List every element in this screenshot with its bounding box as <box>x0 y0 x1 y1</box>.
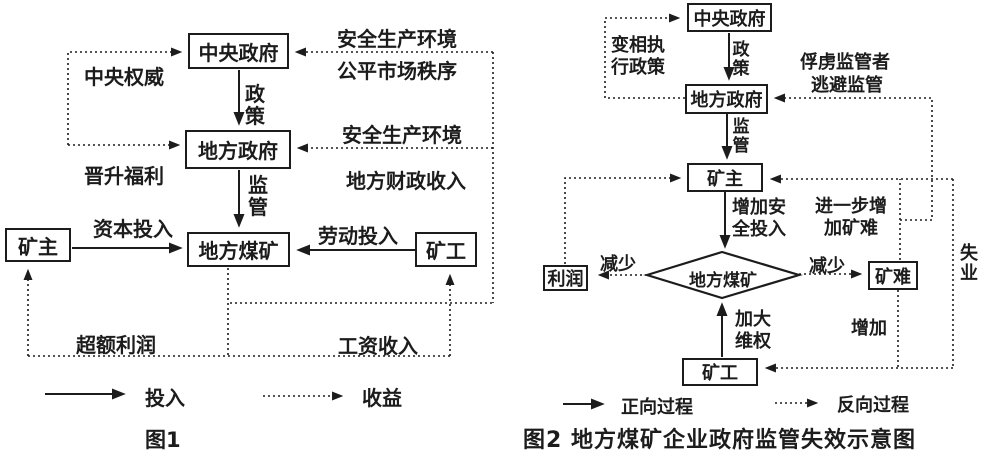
fig2-label-rights-protection: 加大维权 <box>735 309 771 352</box>
fig1-return-central-authority <box>67 47 183 145</box>
fig2-node-mine-disaster: 矿难 <box>868 261 918 290</box>
fig1-label-fair-market-order: 公平市场秩序 <box>337 59 457 83</box>
fig1-node-local-gov: 地方政府 <box>185 130 291 169</box>
fig2-label-further-increase-disasters: 进一步增加矿难 <box>815 196 887 239</box>
fig2-label-capture-regulators: 俘虏监管者 <box>800 52 890 73</box>
fig2-node-local-mine: 地方煤矿 <box>689 271 757 291</box>
fig1-label-policy: 政策 <box>245 82 265 129</box>
fig1-label-safety-env-mid: 安全生产环境 <box>342 123 462 147</box>
fig1-caption: 图1 <box>145 428 181 452</box>
fig2-label-evade-regulation: 逃避监管 <box>811 75 883 96</box>
fig2-label-increase: 增加 <box>851 318 887 339</box>
fig1-legend-dotted-label: 收益 <box>362 386 402 410</box>
fig2-diamond-local-mine <box>643 250 803 300</box>
fig1-label-labor-input: 劳动投入 <box>318 224 398 248</box>
fig1-node-mine-owner: 矿主 <box>5 228 71 262</box>
fig1-label-supervision: 监管 <box>248 173 268 220</box>
fig2-label-increase-safety-input: 增加安全投入 <box>732 197 786 240</box>
fig1-label-excess-profit: 超额利润 <box>76 333 156 357</box>
fig2-legend-solid-label: 正向过程 <box>621 397 693 418</box>
fig2-label-supervision: 监管 <box>732 117 750 157</box>
fig2-legend-dotted-label: 反向过程 <box>837 395 909 416</box>
fig2-label-decrease-right: 减少 <box>809 256 845 277</box>
fig2-label-policy: 政策 <box>732 40 750 80</box>
fig1-label-safety-env-top: 安全生产环境 <box>337 27 457 51</box>
fig1-label-promotion-welfare: 晋升福利 <box>84 164 164 188</box>
fig1-label-capital-input: 资本投入 <box>93 217 173 241</box>
fig2-node-miner: 矿工 <box>682 358 758 386</box>
fig2-caption: 图2 地方煤矿企业政府监管失效示意图 <box>523 428 916 453</box>
fig2-node-mine-owner: 矿主 <box>687 163 763 192</box>
fig2-node-local-gov: 地方政府 <box>685 84 768 114</box>
fig2-return-disguised-policy <box>604 13 685 99</box>
fig1-label-central-authority: 中央权威 <box>84 65 164 89</box>
fig2-label-decrease-left: 减少 <box>600 254 636 275</box>
fig2-return-capture-regulator <box>773 93 933 221</box>
fig2-node-profit: 利润 <box>543 265 588 291</box>
fig1-node-miner: 矿工 <box>415 232 477 267</box>
fig1-label-wage-income: 工资收入 <box>338 334 418 358</box>
fig2-return-profit-to-owner <box>564 173 682 264</box>
fig2-node-central-gov: 中央政府 <box>687 3 772 32</box>
fig1-legend-solid-label: 投入 <box>145 386 185 410</box>
fig2-label-unemployment: 失业 <box>960 243 978 285</box>
fig1-label-local-fiscal-revenue: 地方财政收入 <box>346 169 466 193</box>
fig1-node-central-gov: 中央政府 <box>188 33 289 69</box>
fig2-label-disguised-policy: 变相执行政策 <box>611 35 665 78</box>
fig1-node-local-mine: 地方煤矿 <box>187 232 290 267</box>
